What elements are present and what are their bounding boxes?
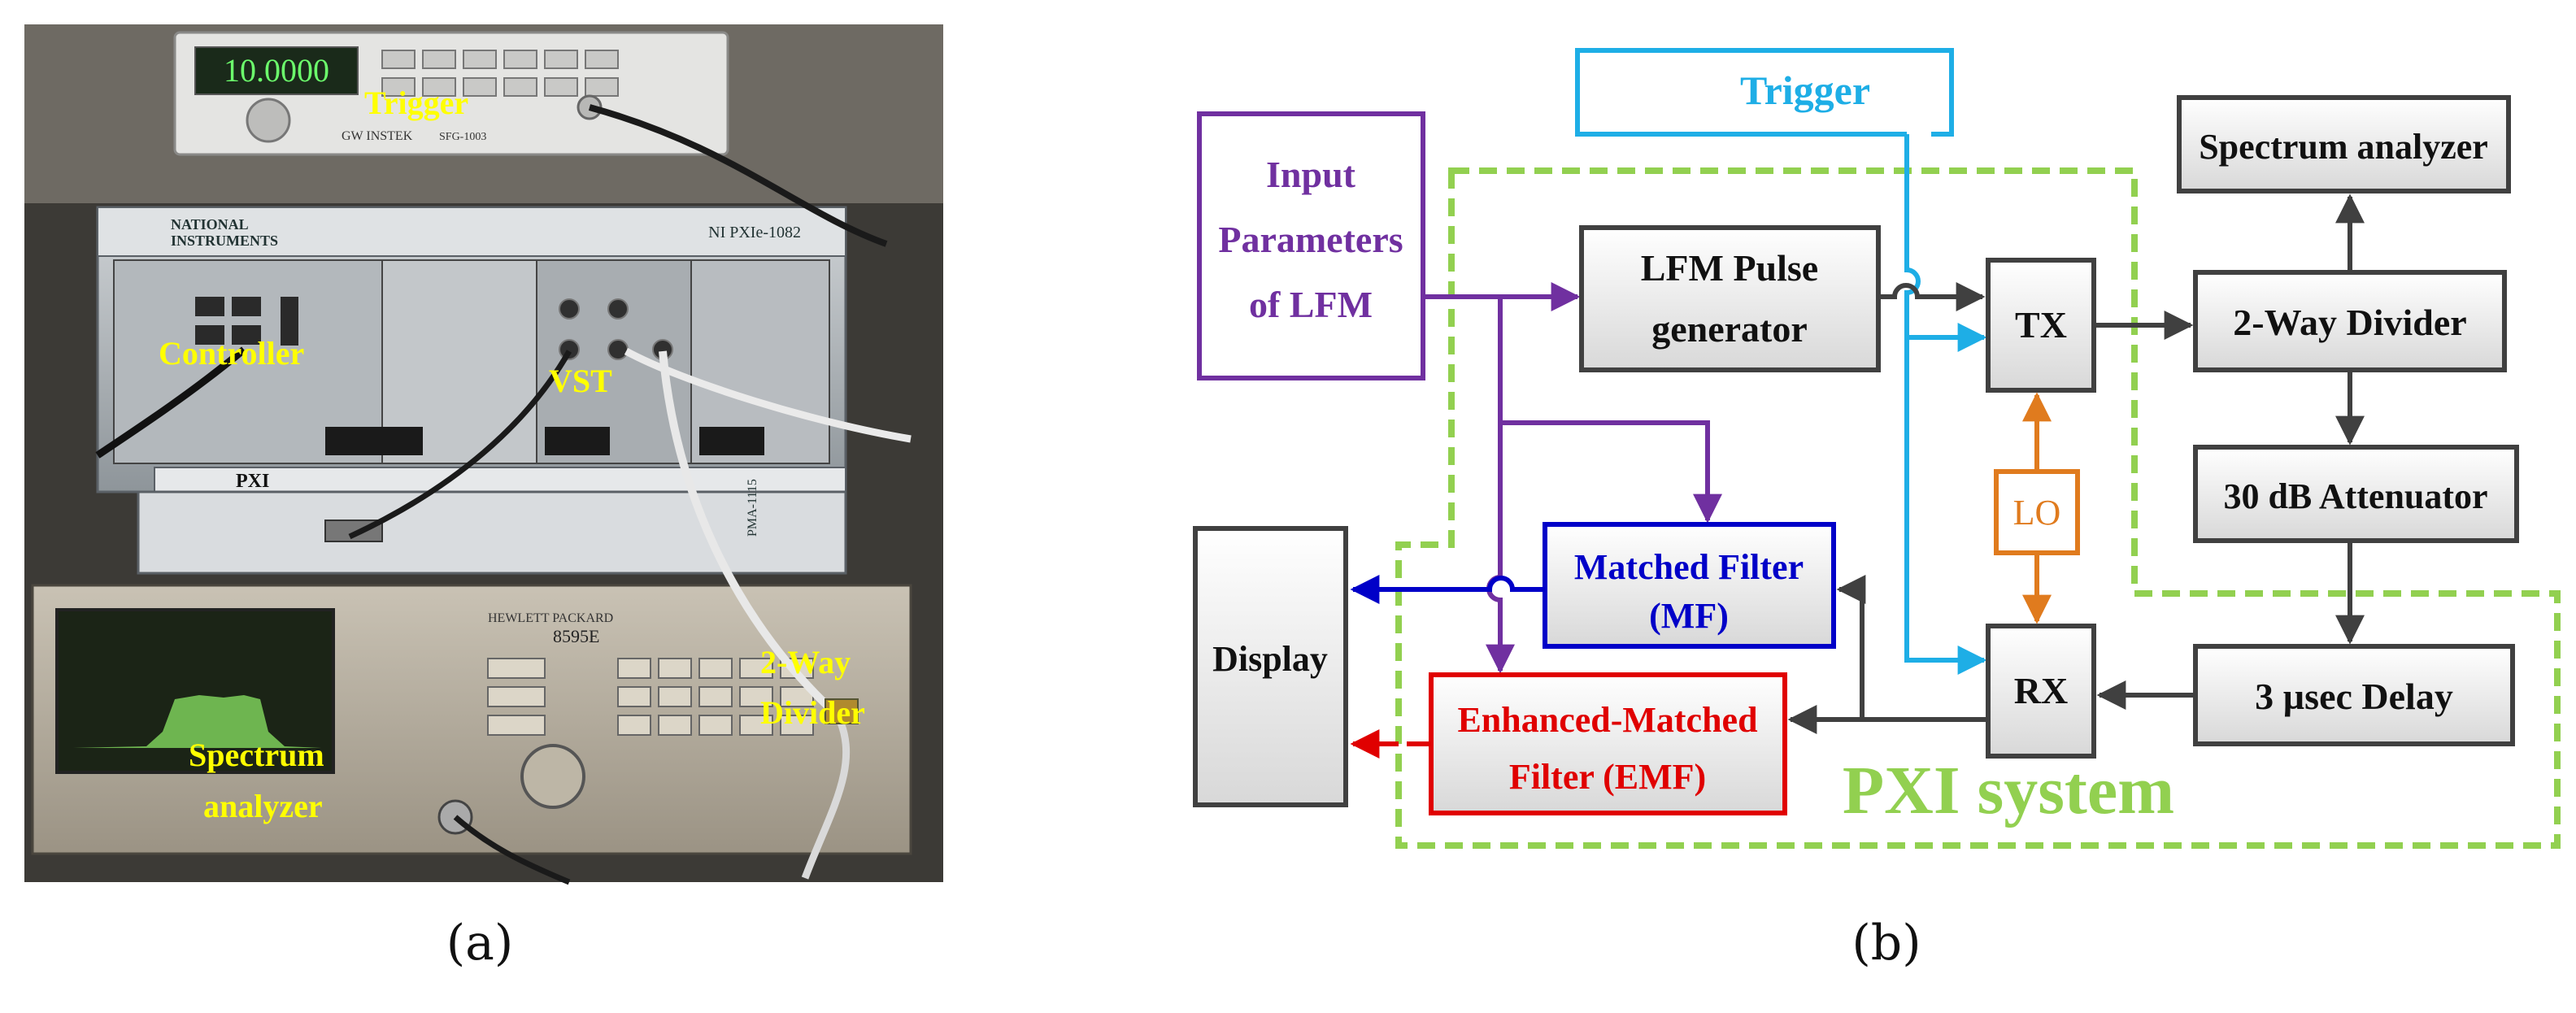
rx-block bbox=[1986, 624, 2096, 759]
enhanced-matched-filter-text: Enhanced-Matched Filter (EMF) bbox=[1457, 700, 1757, 797]
analyzer-brand: HEWLETT PACKARD bbox=[488, 611, 613, 625]
caption-a: (a) bbox=[446, 915, 514, 972]
vst-connectors bbox=[559, 298, 673, 360]
trigger-to-rx-line bbox=[1904, 134, 1987, 675]
lfm-pulse-line1: LFM Pulse bbox=[1641, 247, 1818, 289]
trigger-label: Trigger bbox=[1740, 67, 1870, 113]
pxi-logo: PXI bbox=[236, 471, 269, 492]
panel-a-photo: 10.0000 GW INSTEK SFG-1003 NATIONAL INST… bbox=[24, 24, 943, 885]
lo-block bbox=[1994, 469, 2080, 555]
matched-filter-line1: Matched Filter bbox=[1574, 547, 1804, 587]
attenuator-label: 30 dB Attenuator bbox=[2223, 476, 2487, 516]
tx-label: TX bbox=[2015, 304, 2067, 346]
lfm-pulse-text: LFM Pulse generator bbox=[1641, 247, 1818, 350]
signal-path-lines bbox=[1787, 193, 2365, 734]
lfm-pulse-line2: generator bbox=[1651, 308, 1808, 350]
matched-filter-text: Matched Filter (MF) bbox=[1574, 547, 1804, 636]
photo-labels: Trigger Controller VST 2-Way Divider Spe… bbox=[159, 85, 865, 824]
analyzer-trace bbox=[73, 695, 321, 748]
generator-model: SFG-1003 bbox=[439, 131, 486, 143]
analyzer-knob bbox=[520, 744, 585, 809]
spectrum-analyzer-label: Spectrum analyzer bbox=[2199, 127, 2488, 167]
generator-knob bbox=[246, 98, 291, 143]
generator-brand: GW INSTEK bbox=[342, 129, 413, 143]
divider-device bbox=[825, 698, 859, 724]
chassis-model: NI PXIe-1082 bbox=[708, 224, 801, 241]
enhanced-matched-filter-block bbox=[1429, 672, 1787, 815]
mf-to-display-line bbox=[1350, 575, 1545, 604]
input-parameters-line1: Input bbox=[1266, 154, 1356, 195]
caption-b: (b) bbox=[1852, 915, 1921, 972]
signal-generator: 10.0000 GW INSTEK SFG-1003 bbox=[173, 31, 729, 156]
display-block bbox=[1193, 526, 1348, 807]
photo-label-analyzer-line1: Spectrum bbox=[189, 737, 324, 773]
input-parameters-text: Input Parameters of LFM bbox=[1218, 154, 1403, 325]
matched-filter-block bbox=[1543, 522, 1836, 649]
input-parameters-block bbox=[1197, 111, 1425, 380]
delay-block bbox=[2193, 644, 2515, 746]
photo-label-controller: Controller bbox=[159, 335, 304, 372]
pma-label: PMA-1115 bbox=[746, 479, 759, 537]
analyzer-model: 8595E bbox=[553, 626, 599, 646]
generator-display-value: 10.0000 bbox=[224, 52, 329, 89]
rx-to-mf-line bbox=[1836, 575, 1866, 720]
rx-label: RX bbox=[2014, 670, 2068, 711]
module-latches bbox=[325, 427, 764, 455]
trigger-lines bbox=[1904, 134, 1987, 675]
pxi-system-boundary bbox=[1395, 167, 2561, 849]
cables bbox=[95, 104, 912, 885]
pma-unit: PMA-1115 bbox=[137, 479, 847, 575]
input-parameters-line3: of LFM bbox=[1249, 284, 1373, 325]
enhanced-mf-line2: Filter (EMF) bbox=[1509, 757, 1706, 797]
photo-label-divider-line2: Divider bbox=[760, 694, 865, 731]
input-to-emf-line bbox=[1486, 297, 1515, 674]
spectrum-analyzer-block bbox=[2177, 95, 2511, 193]
chassis-brand-line2: INSTRUMENTS bbox=[171, 233, 278, 249]
panel-b-diagram: PXI system Trigger Input Parameters of L… bbox=[1193, 48, 2561, 849]
pxi-chassis: NATIONAL INSTRUMENTS NI PXIe-1082 PXI bbox=[96, 206, 847, 493]
photo-label-trigger: Trigger bbox=[364, 85, 468, 121]
photo-label-analyzer-line2: analyzer bbox=[203, 788, 323, 824]
photo-label-vst: VST bbox=[549, 363, 612, 399]
lfm-to-tx-line bbox=[1878, 282, 1986, 311]
two-way-divider-label: 2-Way Divider bbox=[2233, 302, 2466, 343]
display-label: Display bbox=[1212, 639, 1328, 679]
photo-label-divider-line1: 2-Way bbox=[760, 644, 851, 680]
pma-port bbox=[324, 520, 383, 542]
spectrum-analyzer-instrument: HEWLETT PACKARD 8595E bbox=[31, 584, 912, 855]
pxi-system-label: PXI system bbox=[1843, 753, 2174, 828]
matched-filter-line2: (MF) bbox=[1649, 596, 1729, 636]
generator-keypad bbox=[381, 50, 619, 97]
controller-ports bbox=[195, 297, 298, 346]
attenuator-block bbox=[2193, 445, 2519, 543]
delay-label: 3 µsec Delay bbox=[2255, 676, 2453, 717]
enhanced-mf-line1: Enhanced-Matched bbox=[1457, 700, 1757, 740]
display-output-lines bbox=[1350, 575, 1545, 759]
trigger-box bbox=[1575, 48, 1954, 137]
input-parameters-line2: Parameters bbox=[1218, 219, 1403, 260]
lfm-pulse-block bbox=[1579, 225, 1881, 372]
generator-display bbox=[194, 46, 359, 95]
analyzer-keypad bbox=[487, 658, 814, 736]
chassis-brand-line1: NATIONAL bbox=[171, 216, 249, 233]
lo-label: LO bbox=[2013, 493, 2061, 533]
